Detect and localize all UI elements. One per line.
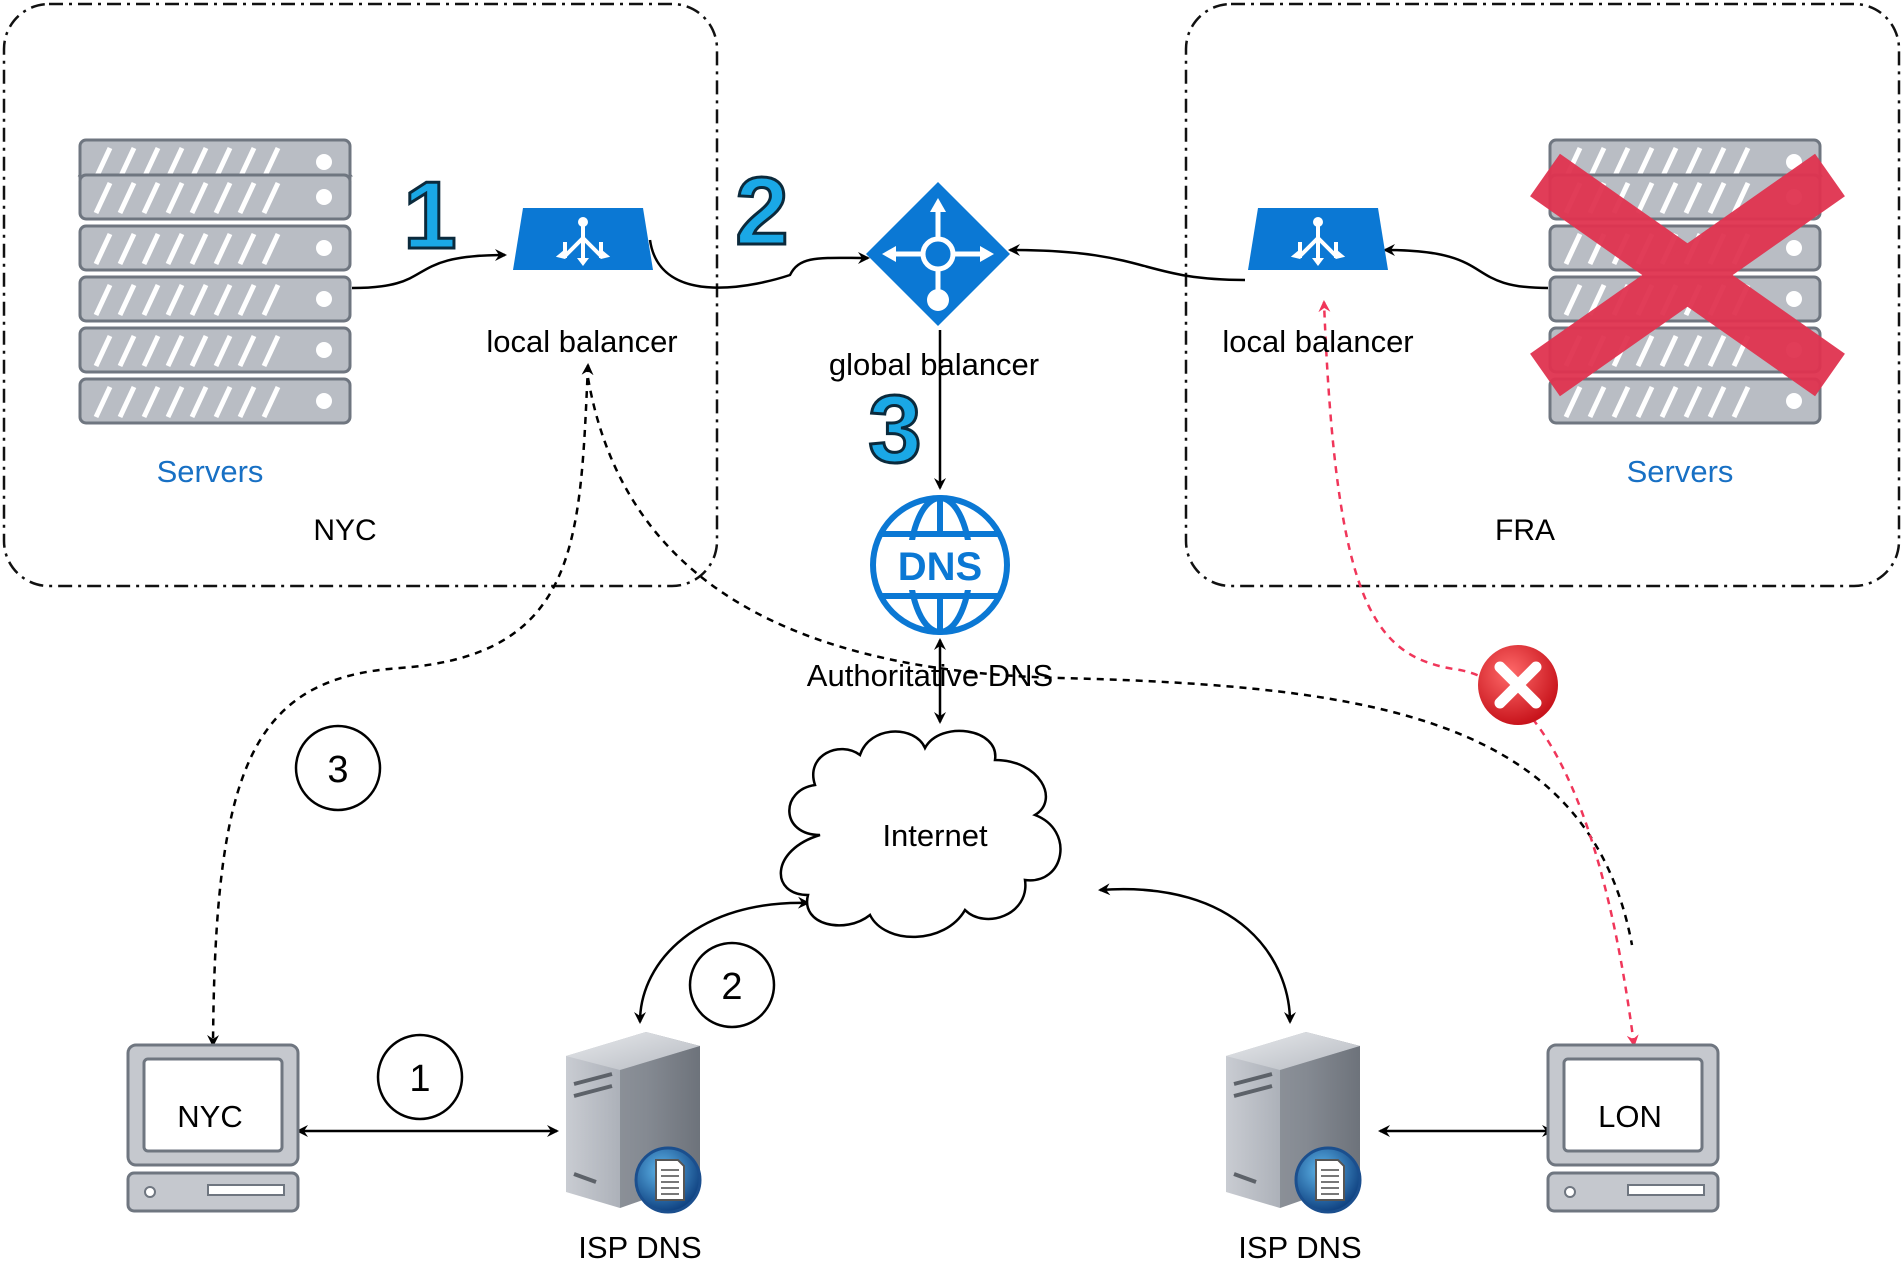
step-number-2: 2: [735, 158, 788, 265]
server-tower-icon: [564, 1030, 702, 1214]
step-number-3: 3: [868, 376, 921, 483]
link-internet-to-isp-left: [634, 896, 810, 1024]
client-nyc: NYC: [126, 1043, 300, 1213]
client-lon: LON: [1546, 1043, 1720, 1213]
client-lon-label: LON: [1598, 1099, 1662, 1134]
circled-step-1: 1: [376, 1033, 464, 1121]
server-tower-icon: [1224, 1030, 1362, 1214]
fra-local-balancer: [1246, 206, 1390, 272]
server-rack-icon: [80, 140, 350, 423]
link-nyc-lb-to-nyc-client: [207, 363, 594, 1047]
connectors: [296, 239, 1554, 1137]
nyc-servers-label: Servers: [157, 454, 264, 489]
fra-servers-label: Servers: [1627, 454, 1734, 489]
link-internet-to-isp-right: [1098, 883, 1296, 1024]
nyc-local-balancer-label: local balancer: [486, 324, 677, 359]
link-fra-servers-to-lb: [1383, 244, 1549, 290]
circled-step-2: 2: [688, 941, 776, 1029]
authoritative-dns-label: Authoritative DNS: [807, 658, 1053, 693]
step-number-1: 1: [403, 162, 456, 269]
internet: Internet: [779, 729, 1062, 939]
circled-step-2-label: 2: [721, 966, 742, 1008]
error-icon: [1478, 645, 1558, 725]
link-nyc-lb-to-lon-client: [586, 377, 1634, 946]
link-fra-lb-to-global: [1008, 244, 1246, 282]
global-balancer: [866, 182, 1010, 326]
region-nyc-label: NYC: [313, 514, 376, 547]
circled-step-1-label: 1: [409, 1058, 430, 1100]
isp-dns-right-label: ISP DNS: [1238, 1230, 1361, 1265]
link-nyc-servers-to-lb: [351, 249, 507, 290]
isp-dns-left-label: ISP DNS: [578, 1230, 701, 1265]
authoritative-dns: DNS: [870, 495, 1010, 635]
internet-label: Internet: [882, 818, 988, 853]
cloud-icon: [779, 729, 1062, 939]
circled-step-3-label: 3: [327, 749, 348, 791]
red-x-icon: [1530, 153, 1845, 397]
dns-icon-text: DNS: [898, 545, 982, 589]
load-balancer-icon: [511, 206, 655, 272]
global-balancer-label: global balancer: [829, 347, 1039, 382]
nyc-local-balancer: [511, 206, 655, 272]
circled-step-3: 3: [294, 724, 382, 812]
region-fra-label: FRA: [1495, 514, 1555, 547]
nyc-servers: [80, 140, 350, 423]
link-lon-client-to-fra-lb: [1318, 300, 1639, 1047]
link-nyc-lb-to-global: [648, 239, 870, 289]
isp-dns-left: [564, 1030, 702, 1214]
load-balancer-icon: [1246, 206, 1390, 272]
traffic-manager-icon: [866, 182, 1010, 326]
isp-dns-right: [1224, 1030, 1362, 1214]
fra-local-balancer-label: local balancer: [1222, 324, 1413, 359]
client-nyc-label: NYC: [177, 1099, 242, 1134]
